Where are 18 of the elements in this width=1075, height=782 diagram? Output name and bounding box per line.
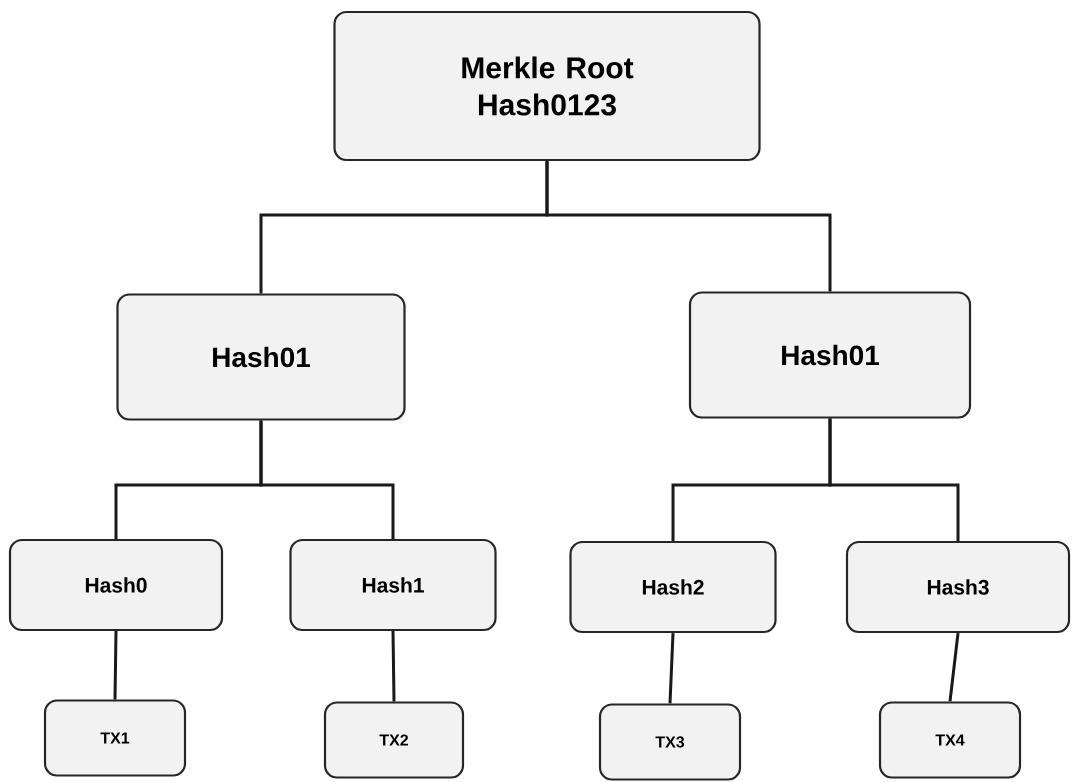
- connector-line: [259, 420, 395, 539]
- root-box: Merkle Root Hash0123: [333, 10, 761, 162]
- connector-line: [113, 631, 118, 700]
- connector-line: [391, 631, 396, 702]
- hash-box: Hash3: [845, 540, 1071, 634]
- hash-box: Hash2: [569, 540, 777, 634]
- hash-box: Hash1: [289, 538, 497, 632]
- connector-line: [948, 632, 960, 702]
- hash-box: Hash0: [8, 538, 224, 632]
- connector-line: [828, 418, 960, 541]
- transaction-box: TX4: [878, 701, 1022, 779]
- hash-box: Hash01: [116, 293, 406, 421]
- hash-box: Hash01: [688, 291, 972, 419]
- transaction-box: TX2: [323, 701, 465, 779]
- connector-line: [668, 633, 675, 704]
- transaction-box: TX1: [43, 699, 187, 777]
- transaction-box: TX3: [598, 703, 742, 781]
- connector-line: [545, 161, 832, 292]
